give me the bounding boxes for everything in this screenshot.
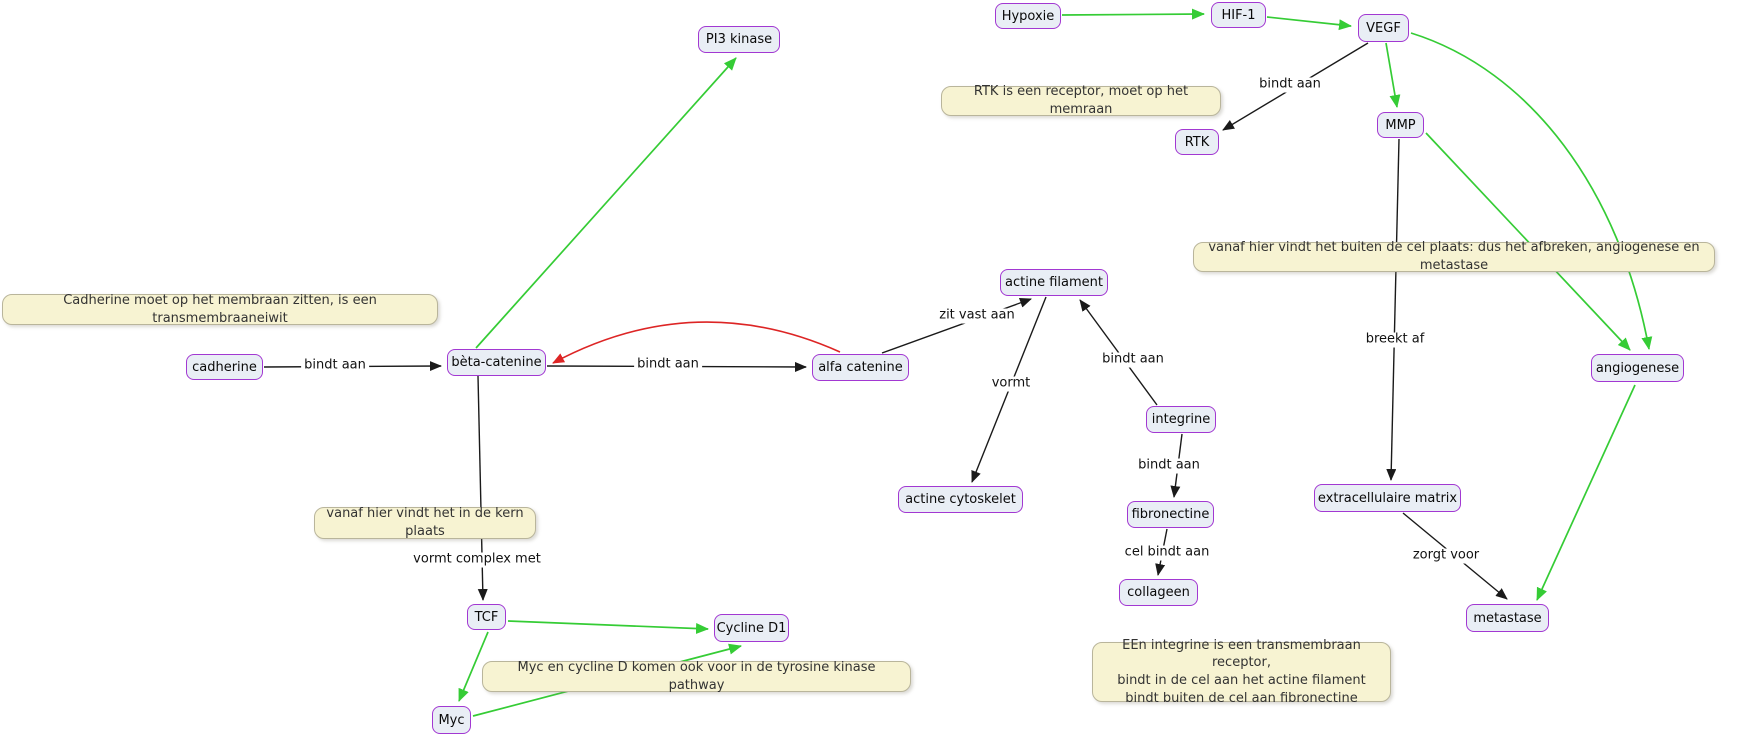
node-cadherine[interactable]: cadherine (186, 354, 263, 380)
edge-hif1-vegf (1266, 16, 1352, 31)
edge-label-actfil-actcyto[interactable]: vormt (988, 376, 1034, 392)
node-fibronectine[interactable]: fibronectine (1127, 501, 1214, 528)
edge-beta-pi3 (475, 57, 737, 349)
node-actine-cytoskelet[interactable]: actine cytoskelet (898, 486, 1023, 513)
edge-integrine-actfil (1079, 299, 1158, 406)
node-angiogenese[interactable]: angiogenese (1591, 354, 1684, 382)
edge-label-beta-tcf[interactable]: vormt complex met (410, 552, 544, 568)
edge-angiogenese-metastase (1536, 384, 1636, 601)
node-mmp[interactable]: MMP (1377, 112, 1424, 138)
note-integrine-info[interactable]: EEn integrine is een transmembraan recep… (1092, 638, 1391, 706)
node-actine-filament[interactable]: actine filament (1000, 269, 1108, 296)
node-myc[interactable]: Myc (432, 706, 471, 734)
node-pi3-kinase[interactable]: PI3 kinase (698, 26, 780, 53)
node-rtk[interactable]: RTK (1175, 129, 1219, 155)
edge-tcf-myc (458, 631, 489, 702)
node-hif1[interactable]: HIF-1 (1211, 2, 1266, 28)
edge-vegf-mmp (1385, 42, 1401, 108)
edge-hypoxie-hif1 (1061, 8, 1205, 20)
note-in-de-kern[interactable]: vanaf hier vindt het in de kern plaats (314, 506, 536, 539)
edge-label-mmp-ecm[interactable]: breekt af (1362, 332, 1428, 348)
edge-alfa-beta-feedback (552, 321, 841, 364)
edge-label-fibro-collageen[interactable]: cel bindt aan (1121, 545, 1213, 561)
edge-label-alfa-actfil[interactable]: zit vast aan (936, 308, 1018, 324)
node-cycline-d1[interactable]: Cycline D1 (714, 614, 789, 642)
node-metastase[interactable]: metastase (1466, 604, 1549, 632)
edge-label-vegf-rtk[interactable]: bindt aan (1256, 77, 1324, 93)
node-extracellulaire-matrix[interactable]: extracellulaire matrix (1314, 484, 1461, 512)
node-collageen[interactable]: collageen (1119, 579, 1198, 606)
edge-label-beta-alfa[interactable]: bindt aan (634, 357, 702, 373)
edge-tcf-cyclined1 (507, 620, 709, 635)
node-vegf[interactable]: VEGF (1358, 14, 1409, 42)
edge-mmp-ecm (1386, 138, 1400, 481)
edge-label-integrine-actfil[interactable]: bindt aan (1099, 352, 1167, 368)
note-buiten-de-cel[interactable]: vanaf hier vindt het buiten de cel plaat… (1193, 240, 1715, 273)
edge-mmp-angiogenese (1425, 132, 1631, 351)
node-integrine[interactable]: integrine (1146, 406, 1216, 433)
edge-vegf-angiogenese (1410, 32, 1653, 350)
node-alfa-catenine[interactable]: alfa catenine (812, 354, 909, 381)
edge-label-integrine-fibro[interactable]: bindt aan (1135, 458, 1203, 474)
node-tcf[interactable]: TCF (467, 604, 506, 630)
edge-alfa-actfil (881, 298, 1032, 354)
node-beta-catenine[interactable]: bèta-catenine (447, 349, 546, 376)
edge-label-cadherine-beta[interactable]: bindt aan (301, 358, 369, 374)
edge-label-ecm-metastase[interactable]: zorgt voor (1409, 548, 1483, 564)
note-myc-cycline[interactable]: Myc en cycline D komen ook voor in de ty… (482, 660, 911, 693)
note-cadherine-info[interactable]: Cadherine moet op het membraan zitten, i… (2, 293, 438, 326)
note-rtk-receptor[interactable]: RTK is een receptor, moet op het memraan (941, 84, 1221, 117)
node-hypoxie[interactable]: Hypoxie (995, 3, 1061, 29)
